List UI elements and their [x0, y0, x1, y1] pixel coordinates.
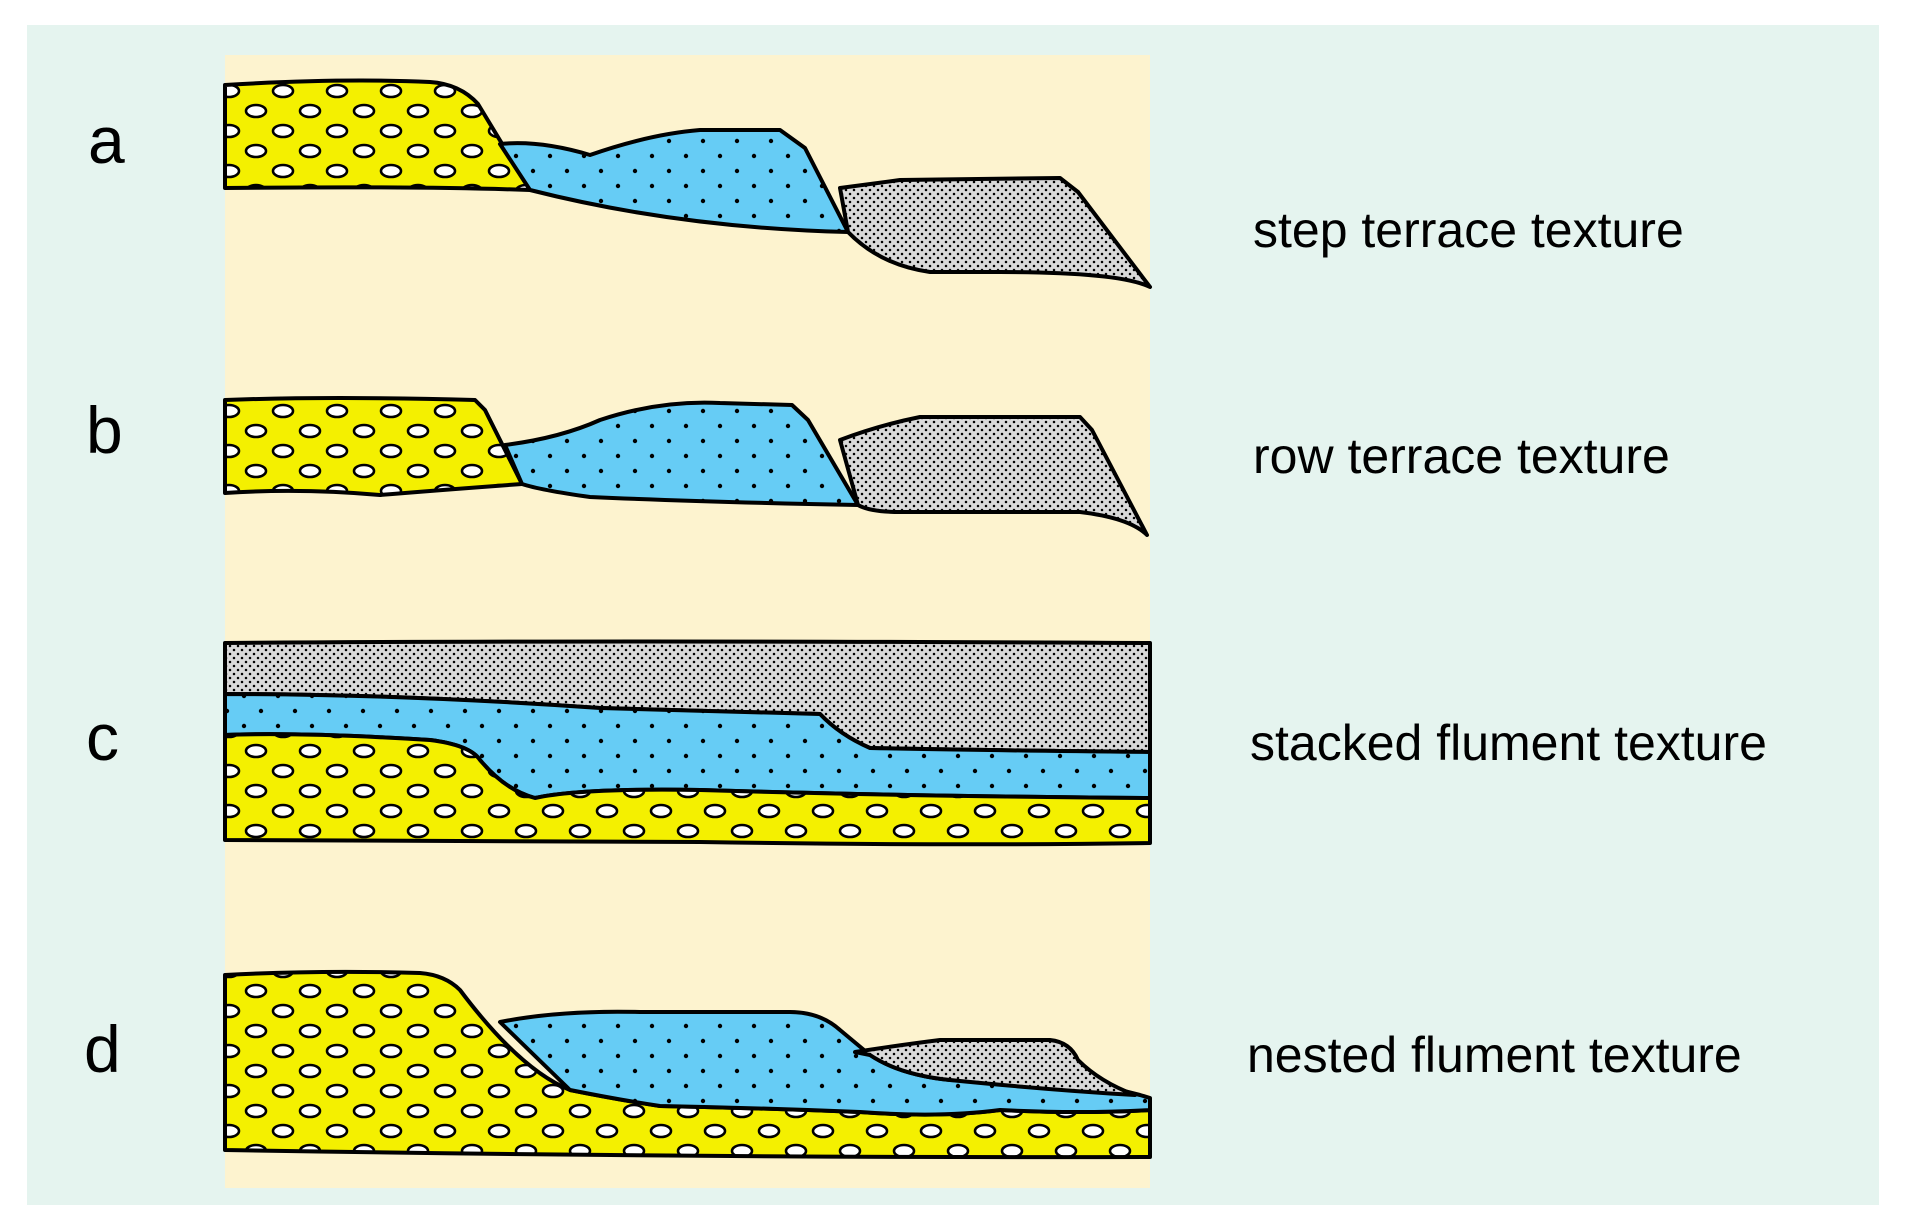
- row-letter-c: c: [86, 700, 119, 774]
- row-letter-a: a: [88, 103, 125, 177]
- diagram-nested-flument: [223, 969, 1152, 1160]
- diagram-step-terrace: [223, 78, 1152, 289]
- diagram-stacked-flument: [223, 639, 1152, 847]
- diagram-row-terrace: [223, 396, 1149, 537]
- row-caption-d: nested flument texture: [1247, 1027, 1742, 1083]
- row-letter-d: d: [84, 1012, 121, 1086]
- row-caption-a: step terrace texture: [1253, 202, 1684, 258]
- row-letter-b: b: [86, 393, 123, 467]
- row-caption-b: row terrace texture: [1253, 428, 1670, 484]
- row-caption-c: stacked flument texture: [1250, 715, 1767, 771]
